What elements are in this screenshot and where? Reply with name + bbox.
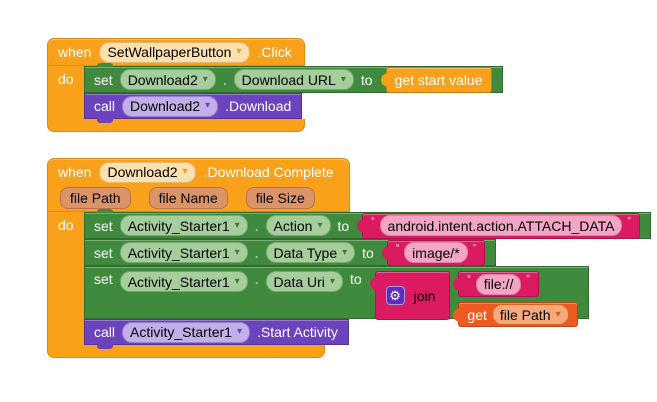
property-dropdown-data-uri[interactable]: Data Uri ▾ <box>265 271 343 292</box>
chevron-down-icon: ▾ <box>329 275 335 287</box>
close-quote: ” <box>526 274 530 285</box>
string-value[interactable]: image/* <box>404 242 468 263</box>
to-keyword: to <box>337 217 350 234</box>
event-footer <box>47 345 325 358</box>
do-keyword: do <box>58 217 74 233</box>
chevron-down-icon: ▾ <box>182 166 188 177</box>
call-keyword: call <box>94 324 116 340</box>
dot-separator: . <box>254 244 259 261</box>
chevron-down-icon: ▾ <box>317 219 323 231</box>
to-keyword: to <box>360 71 373 88</box>
do-keyword: do <box>58 71 74 87</box>
close-quote: ” <box>472 242 476 254</box>
event-name-label: .Download Complete <box>203 164 334 180</box>
string-value[interactable]: file:// <box>475 273 522 295</box>
component-dropdown-setwallpaperbutton[interactable]: SetWallpaperButton ▾ <box>99 41 250 63</box>
event-footer <box>47 119 305 132</box>
close-quote: ” <box>627 215 631 227</box>
set-data-uri-block[interactable]: set Activity_Starter1 ▾ . Data Uri ▾ to … <box>84 266 589 327</box>
chevron-down-icon: ▾ <box>236 326 242 337</box>
dot-separator: . <box>254 271 259 287</box>
chevron-down-icon: ▾ <box>202 73 208 85</box>
chevron-down-icon: ▾ <box>236 46 242 57</box>
to-keyword: to <box>362 244 374 261</box>
chevron-down-icon: ▾ <box>340 73 346 85</box>
event-do-arm: do <box>47 66 84 119</box>
property-dropdown-download-url[interactable]: Download URL ▾ <box>233 69 354 90</box>
get-keyword: get <box>467 306 487 323</box>
set-keyword: set <box>94 71 113 88</box>
open-quote: “ <box>467 274 471 285</box>
join-block[interactable]: ⚙ join <box>369 271 451 320</box>
chevron-down-icon: ▾ <box>205 100 211 111</box>
text-string-block-image[interactable]: “ image/* ” <box>386 239 485 266</box>
variable-dropdown-file-path[interactable]: file Path ▾ <box>491 304 569 325</box>
get-start-value-block[interactable]: get start value <box>385 66 492 93</box>
component-dropdown-download2[interactable]: Download2 ▾ <box>99 161 196 183</box>
event-block-setwallpaperbutton-click[interactable]: when SetWallpaperButton ▾ .Click do set … <box>47 38 503 132</box>
to-keyword: to <box>349 271 362 287</box>
event-name-label: .Click <box>257 44 292 60</box>
chevron-down-icon: ▾ <box>234 219 240 231</box>
set-action-block[interactable]: set Activity_Starter1 ▾ . Action ▾ to “ … <box>84 209 651 239</box>
text-string-block-attach-data[interactable]: “ android.intent.action.ATTACH_DATA ” <box>362 212 640 239</box>
property-dropdown-action[interactable]: Action ▾ <box>265 215 331 236</box>
string-value[interactable]: android.intent.action.ATTACH_DATA <box>379 215 623 236</box>
join-assembly: ⚙ join “ file:// ” get <box>369 271 578 327</box>
open-quote: “ <box>371 215 375 227</box>
open-quote: “ <box>395 242 400 254</box>
set-keyword: set <box>94 271 113 287</box>
component-dropdown-download2[interactable]: Download2 ▾ <box>119 69 216 90</box>
when-keyword: when <box>58 44 92 60</box>
dot-separator: . <box>254 217 259 234</box>
when-keyword: when <box>58 164 92 180</box>
property-dropdown-data-type[interactable]: Data Type ▾ <box>265 242 356 263</box>
event-block-download2-download-complete[interactable]: when Download2 ▾ .Download Complete file… <box>47 158 651 358</box>
method-name-label: .Start Activity <box>256 324 338 340</box>
chevron-down-icon: ▾ <box>234 246 240 258</box>
set-data-type-block[interactable]: set Activity_Starter1 ▾ . Data Type ▾ to… <box>84 239 496 266</box>
chevron-down-icon: ▾ <box>234 275 240 287</box>
get-file-path-block[interactable]: get file Path ▾ <box>458 302 578 327</box>
component-dropdown-activity-starter1[interactable]: Activity_Starter1 ▾ <box>119 215 248 236</box>
component-dropdown-activity-starter1[interactable]: Activity_Starter1 ▾ <box>119 271 248 292</box>
param-file-size[interactable]: file Size <box>245 187 315 209</box>
event-parameters: file Path file Name file Size <box>58 185 337 211</box>
param-file-path[interactable]: file Path <box>60 187 131 209</box>
method-name-label: .Download <box>225 98 292 114</box>
event-header[interactable]: when Download2 ▾ .Download Complete file… <box>47 158 350 212</box>
join-keyword: join <box>413 287 436 304</box>
text-string-block-file-scheme[interactable]: “ file:// ” <box>458 271 539 297</box>
call-keyword: call <box>94 98 116 114</box>
param-file-name[interactable]: file Name <box>148 187 228 209</box>
component-dropdown-download2[interactable]: Download2 ▾ <box>122 95 219 117</box>
event-do-arm: do <box>47 212 84 345</box>
set-download-url-block[interactable]: set Download2 ▾ . Download URL ▾ to get … <box>84 63 503 93</box>
chevron-down-icon: ▾ <box>555 308 561 320</box>
set-keyword: set <box>94 217 113 234</box>
call-download-block[interactable]: call Download2 ▾ .Download <box>84 93 303 123</box>
call-start-activity-block[interactable]: call Activity_Starter1 ▾ .Start Activity <box>84 319 349 349</box>
event-header[interactable]: when SetWallpaperButton ▾ .Click <box>47 38 305 66</box>
component-dropdown-activity-starter1[interactable]: Activity_Starter1 ▾ <box>119 242 248 263</box>
chevron-down-icon: ▾ <box>342 246 348 258</box>
component-dropdown-activity-starter1[interactable]: Activity_Starter1 ▾ <box>122 321 250 343</box>
mutator-gear-icon[interactable]: ⚙ <box>385 286 405 305</box>
set-keyword: set <box>94 244 113 261</box>
dot-separator: . <box>222 71 227 88</box>
